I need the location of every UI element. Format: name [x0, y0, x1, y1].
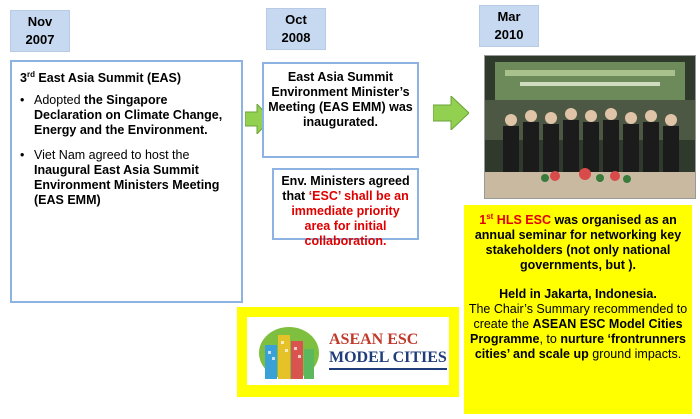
asean-esc-logo: ASEAN ESC MODEL CITIES: [247, 317, 449, 385]
eas-emm-box: East Asia Summit Environment Minister’s …: [262, 62, 419, 158]
date-label-mar-2010: Mar 2010: [479, 5, 539, 47]
list-item: Viet Nam agreed to host the Inaugural Ea…: [20, 148, 233, 208]
env-ministers-box: Env. Ministers agreed that ‘ESC’ shall b…: [272, 168, 419, 248]
date-label-nov-2007: Nov 2007: [10, 10, 70, 52]
eas-emm-text: East Asia Summit Environment Minister’s …: [268, 70, 413, 129]
date-month: Oct: [285, 12, 307, 27]
env-ministers-text: Env. Ministers agreed that: [281, 174, 410, 203]
hls-esc-description: 1st HLS ESC was organised as an annual s…: [464, 205, 692, 414]
hls-esc-group-photo: [484, 55, 696, 199]
date-year: 2010: [494, 27, 524, 42]
esc-priority-text: ‘ESC’ shall be an immediate priority are…: [291, 189, 409, 248]
asean-esc-logo-frame: ASEAN ESC MODEL CITIES: [237, 307, 459, 397]
hls-esc-paragraph-2: Held in Jakarta, Indonesia. The Chair’s …: [468, 287, 688, 362]
list-item: Adopted the Singapore Declaration on Cli…: [20, 93, 233, 138]
group-photo-image: [485, 56, 695, 198]
date-year: 2008: [281, 30, 311, 45]
date-month: Nov: [27, 14, 53, 29]
eas-summit-box: 3rd East Asia Summit (EAS) Adopted the S…: [10, 60, 243, 303]
logo-text-model-cities: MODEL CITIES: [329, 349, 447, 370]
date-label-oct-2008: Oct 2008: [266, 8, 326, 50]
arrow-right-icon: [433, 96, 469, 130]
logo-text-asean-esc: ASEAN ESC: [329, 331, 419, 348]
date-month: Mar: [497, 9, 521, 24]
eas-summit-heading: 3rd East Asia Summit (EAS): [20, 70, 182, 86]
hls-esc-paragraph-1: 1st HLS ESC was organised as an annual s…: [474, 212, 682, 273]
eas-summit-bullets: Adopted the Singapore Declaration on Cli…: [20, 93, 233, 208]
city-buildings-icon: [259, 327, 319, 379]
date-year: 2007: [25, 32, 55, 47]
